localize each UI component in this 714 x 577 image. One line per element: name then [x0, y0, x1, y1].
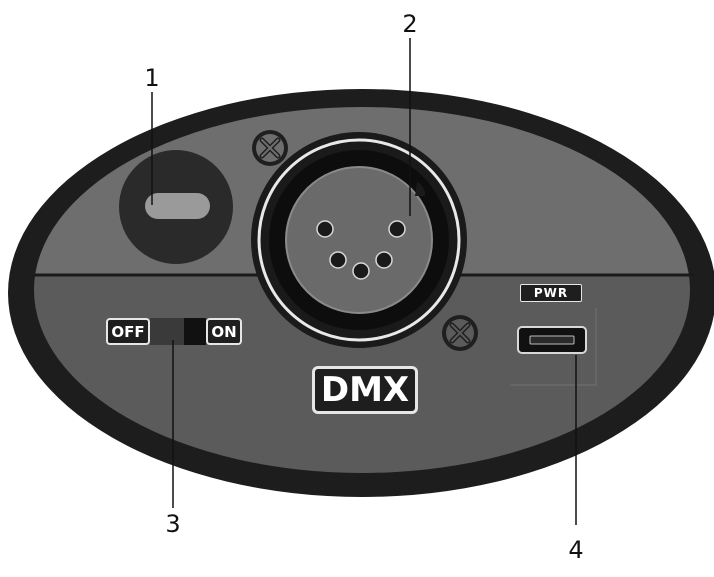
callout-2: 2: [402, 10, 418, 38]
power-slide-switch: [150, 318, 206, 345]
callout-3: 3: [165, 510, 181, 538]
callout-1: 1: [144, 64, 160, 92]
dmx-label: DMX: [312, 366, 418, 414]
switch-off-label: OFF: [106, 318, 150, 345]
screw-cross-icon: [442, 315, 478, 351]
panel-detail-line: [510, 308, 597, 386]
switch-on-label: ON: [206, 318, 242, 345]
micro-usb-port-icon: [517, 326, 587, 354]
callout-4: 4: [568, 536, 584, 564]
xlr-5pin-icon: [251, 132, 467, 348]
screw-cross-icon: [252, 130, 288, 166]
pwr-port-label: PWR: [520, 284, 582, 302]
indicator-lens: [145, 193, 210, 219]
